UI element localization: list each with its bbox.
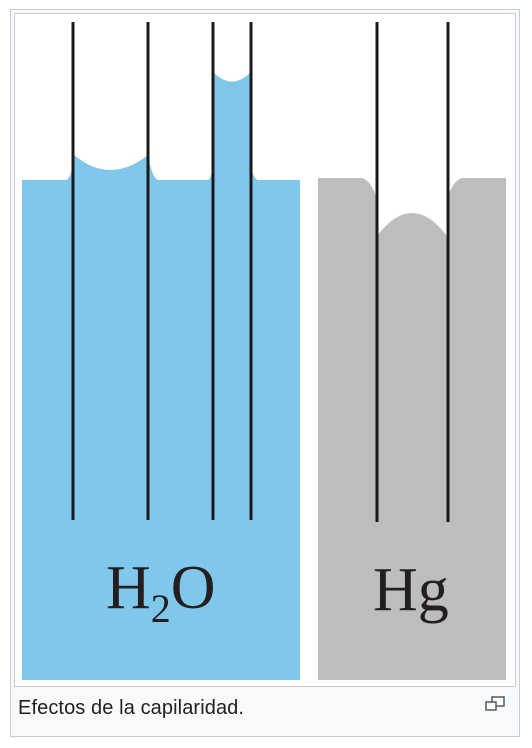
mercury-formula-label: Hg [373, 556, 449, 624]
mercury-body [318, 178, 506, 680]
water-body [22, 73, 300, 680]
water-formula-label: H2O [106, 554, 216, 631]
figure-caption: Efectos de la capilaridad. [18, 697, 245, 719]
magnify-icon[interactable] [484, 696, 506, 712]
